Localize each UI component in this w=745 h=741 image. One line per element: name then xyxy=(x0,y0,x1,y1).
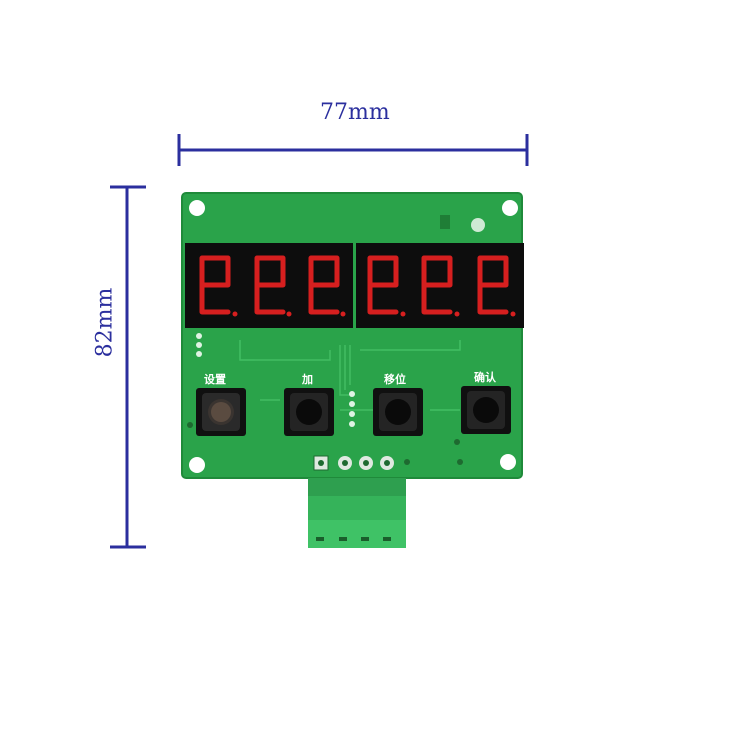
seven-segment-display-right xyxy=(356,243,524,328)
button-add xyxy=(284,388,334,436)
button-confirm xyxy=(461,386,511,434)
header-pins xyxy=(313,455,394,471)
button-shift xyxy=(373,388,423,436)
height-dimension-label: 82mm xyxy=(92,287,118,358)
width-dimension-line xyxy=(177,134,529,166)
mounting-hole xyxy=(500,454,516,470)
button-label-add: 加 xyxy=(302,373,313,386)
width-dimension-label: 77mm xyxy=(320,100,390,125)
button-label-set: 设置 xyxy=(204,373,226,386)
height-dimension-line xyxy=(110,185,146,549)
button-label-confirm: 确认 xyxy=(474,371,496,384)
mounting-hole xyxy=(189,200,205,216)
terminal-block xyxy=(308,478,406,548)
mounting-hole xyxy=(502,200,518,216)
mounting-hole xyxy=(189,457,205,473)
button-set xyxy=(196,388,246,436)
seven-segment-display-left xyxy=(185,243,353,328)
button-label-shift: 移位 xyxy=(384,373,406,386)
